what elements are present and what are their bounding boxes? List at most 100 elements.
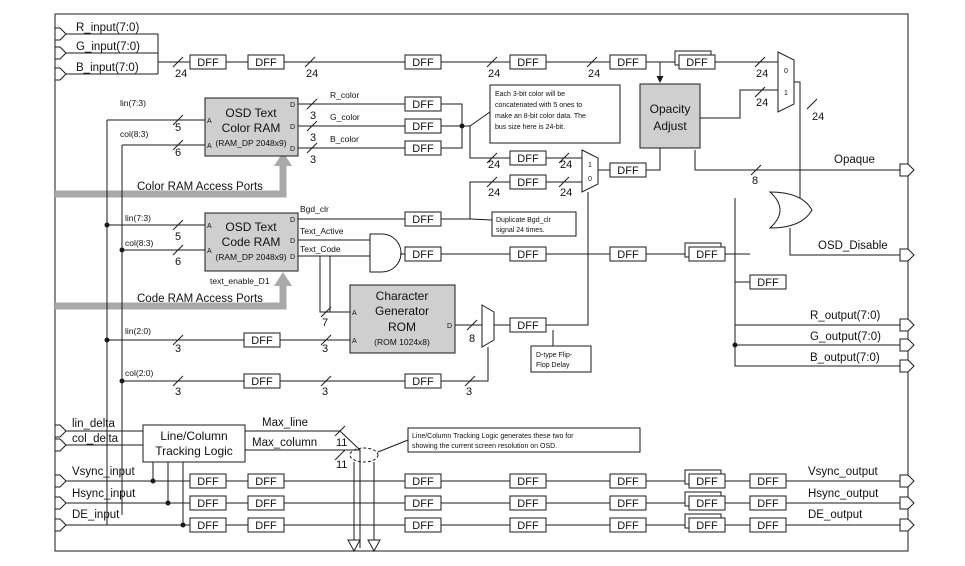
width-label: 3: [322, 386, 328, 398]
dff-register: DFF: [688, 473, 726, 489]
g-output-label: G_output(7:0): [810, 331, 881, 343]
dff-label: DFF: [412, 376, 434, 388]
width-label: 3: [175, 386, 181, 398]
width-label: 24: [488, 159, 500, 171]
dff-label: DFF: [757, 277, 779, 289]
b-input-label: B_input(7:0): [76, 62, 139, 74]
color-ram-ports-label: Color RAM Access Ports: [137, 181, 263, 193]
dff-label: DFF: [197, 57, 219, 69]
width-label: 11: [336, 437, 347, 449]
width-label: 7: [322, 317, 328, 329]
port-d-label: D: [290, 217, 295, 224]
bus-width-tick: [586, 56, 598, 68]
dff-register: DFF: [404, 517, 442, 533]
output-port-shape: [899, 318, 915, 332]
dff-label: DFF: [255, 520, 277, 532]
dff-register: DFF: [247, 473, 285, 489]
dff-label: DFF: [686, 57, 708, 69]
port-d-label: D: [290, 124, 295, 131]
color-ram-title-1: OSD Text: [225, 106, 277, 120]
dff-label: DFF: [412, 214, 434, 226]
output-port-shape: [899, 474, 915, 488]
opacity-title-1: Opacity: [650, 102, 691, 116]
dff-label: DFF: [255, 476, 277, 488]
bus-width-tick: [306, 120, 318, 132]
bus-width-tick: [172, 219, 184, 231]
text-code-label: Text_Code: [300, 244, 341, 254]
junction-dot: [180, 522, 186, 528]
output-port-shape: [899, 518, 915, 532]
bus-width-tick: [172, 375, 184, 387]
dff-register: DFF: [749, 495, 787, 511]
vsync-output-label: Vsync_output: [808, 466, 878, 478]
dff-label: DFF: [696, 476, 718, 488]
bus-width-tick: [320, 306, 332, 318]
dff-label: DFF: [757, 498, 779, 510]
dff-register: DFF: [404, 246, 442, 262]
note-dup: [491, 211, 577, 237]
dff-label: DFF: [251, 335, 273, 347]
tracking-title-1: Line/Column: [160, 429, 227, 443]
dff-register: DFF: [189, 517, 227, 533]
output-port-shape: [899, 248, 915, 262]
bus-width-tick: [320, 334, 332, 346]
dff-register: DFF: [404, 118, 442, 134]
opaque-label: Opaque: [834, 154, 875, 166]
dff-label: DFF: [412, 99, 434, 111]
bus-width-tick: [806, 98, 818, 110]
width-label: 11: [336, 459, 347, 471]
dff-label: DFF: [412, 121, 434, 133]
width-label: 24: [756, 97, 768, 109]
max-line-label: Max_line: [262, 417, 308, 429]
mux-input-1: 1: [588, 162, 592, 169]
opacity-out: [700, 89, 778, 119]
g-input-label: G_input(7:0): [76, 41, 140, 53]
mux2-out: [494, 192, 589, 326]
r-output-label: R_output(7:0): [810, 310, 880, 322]
and-gate: [369, 233, 402, 273]
dff-register: DFF: [509, 473, 547, 489]
dff-register: DFF: [688, 517, 726, 533]
input-port-shape: [54, 67, 67, 81]
bus-width-tick: [558, 152, 570, 164]
dff-label: DFF: [617, 57, 639, 69]
text-active-label: Text_Active: [300, 226, 344, 236]
port-a-label: A: [352, 338, 357, 345]
dff-register: DFF: [688, 495, 726, 511]
dff-label: DFF: [251, 376, 273, 388]
junction-dot: [165, 500, 171, 506]
junction-dot: [104, 222, 110, 228]
dff-label: DFF: [517, 57, 539, 69]
col20-label: col(2:0): [125, 368, 154, 378]
max-column-label: Max_column: [252, 437, 317, 449]
input-port-shape: [54, 27, 67, 41]
dff-label: DFF: [517, 177, 539, 189]
width-label: 3: [310, 132, 316, 144]
bus-width-tick: [172, 56, 184, 68]
junction-dot: [150, 478, 156, 484]
hsync-output-label: Hsync_output: [808, 488, 879, 500]
tracking-out-arrow-2: [367, 539, 381, 553]
bus-width-tick: [464, 375, 476, 387]
width-label: 3: [322, 343, 328, 355]
dff-label: DFF: [255, 498, 277, 510]
dff-label: DFF: [617, 476, 639, 488]
dff-register: DFF: [609, 54, 647, 70]
char-rom-title-4: (ROM 1024x8): [374, 337, 430, 347]
dff-label: DFF: [757, 476, 779, 488]
text-code-to-rom: [319, 256, 350, 313]
width-label: 24: [488, 68, 500, 80]
de-input-label: DE_input: [72, 509, 120, 521]
dff-register: DFF: [509, 54, 547, 70]
osd-disable-wire: [789, 228, 900, 256]
dff-register: DFF: [404, 495, 442, 511]
bus-width-tick: [172, 244, 184, 256]
bus-width-tick: [466, 319, 478, 331]
r-input-label: R_input(7:0): [76, 22, 139, 34]
code-ram-addr: [107, 224, 205, 251]
note-concat-line: concatenated with 5 ones to: [495, 102, 582, 109]
col-delta-label: col_delta: [72, 433, 119, 445]
mux-color-select: [581, 149, 599, 193]
dff-register: DFF: [749, 473, 787, 489]
bus-width-tick: [486, 56, 498, 68]
